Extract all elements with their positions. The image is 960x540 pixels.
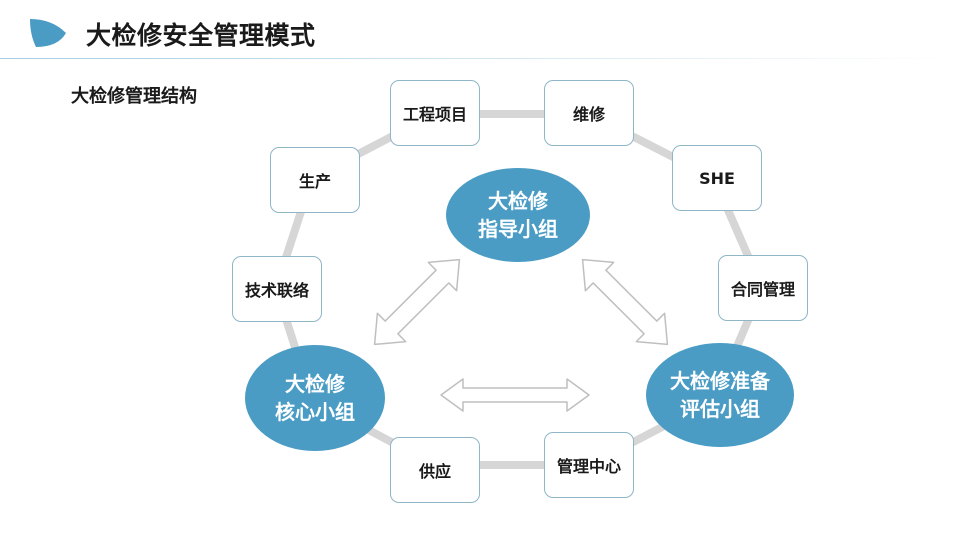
group-assessment-line2: 评估小组 xyxy=(680,397,760,421)
page-title: 大检修安全管理模式 xyxy=(86,21,316,50)
node-she: SHE xyxy=(672,145,762,211)
node-management-center: 管理中心 xyxy=(544,432,634,498)
group-guidance-line2: 指导小组 xyxy=(478,217,558,241)
title-divider xyxy=(0,58,960,59)
arrow-core-assessment xyxy=(440,378,590,412)
logo-icon xyxy=(30,19,66,47)
node-maintenance: 维修 xyxy=(544,80,634,146)
group-core-line2: 核心小组 xyxy=(275,400,355,424)
node-supply: 供应 xyxy=(390,437,480,503)
node-tech-liaison: 技术联络 xyxy=(232,256,322,322)
section-title: 大检修管理结构 xyxy=(71,86,197,107)
arrow-guidance-assessment xyxy=(581,258,669,346)
node-engineering: 工程项目 xyxy=(390,80,480,146)
group-assessment-line1: 大检修准备 xyxy=(670,369,770,393)
node-contract: 合同管理 xyxy=(718,255,808,321)
node-production: 生产 xyxy=(270,147,360,213)
group-guidance: 大检修 指导小组 xyxy=(446,168,590,262)
arrow-guidance-core xyxy=(373,258,461,346)
group-core: 大检修 核心小组 xyxy=(245,345,385,451)
group-core-line1: 大检修 xyxy=(285,372,345,396)
group-guidance-line1: 大检修 xyxy=(488,189,548,213)
group-assessment: 大检修准备 评估小组 xyxy=(646,343,794,447)
